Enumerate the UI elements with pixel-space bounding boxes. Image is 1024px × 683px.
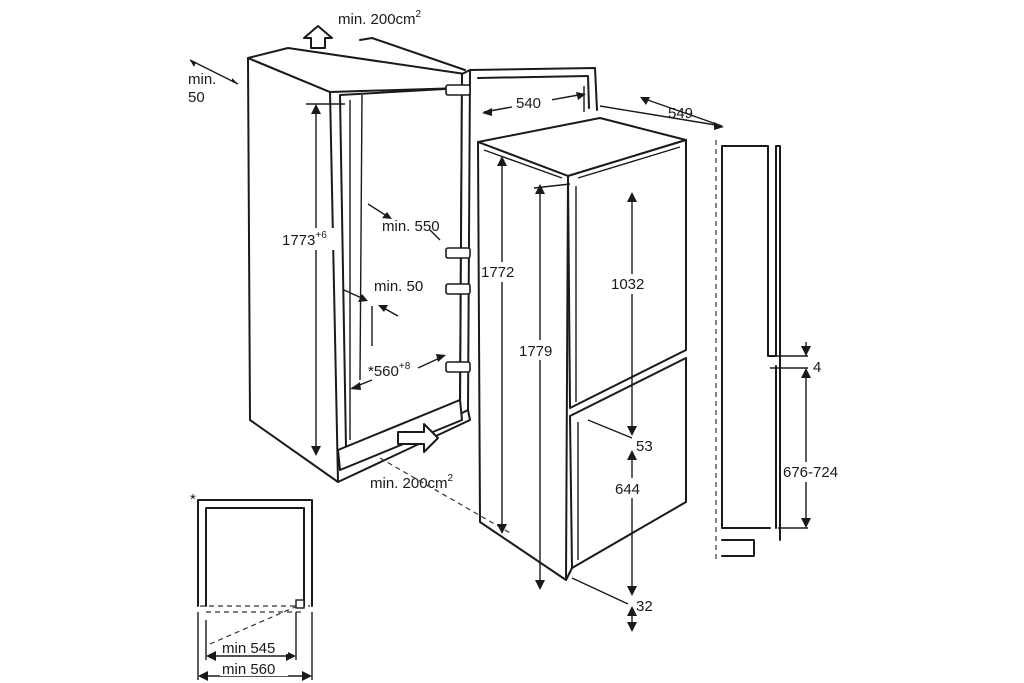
hinge-mid-2 xyxy=(445,283,471,295)
appliance-side xyxy=(477,141,569,581)
appliance-height-total-label: 1779 xyxy=(519,343,552,360)
plan-min-545-label: min 545 xyxy=(222,640,275,657)
niche-open-door xyxy=(469,67,598,111)
plan-min-560-label: min 560 xyxy=(222,661,275,678)
niche-depth-label: min. 550 xyxy=(382,218,440,235)
hinge-mid-1 xyxy=(445,247,471,259)
upper-door-label: 1032 xyxy=(611,276,644,293)
niche-cabinet xyxy=(247,37,471,483)
niche-left-panel xyxy=(247,57,339,483)
hinge-bottom xyxy=(445,361,471,373)
floor-guide-line xyxy=(379,457,513,535)
appliance-width-label: 540 xyxy=(516,95,541,112)
hinge-top xyxy=(445,84,471,96)
plan-marker: * xyxy=(190,491,196,508)
niche-gap-label: min. xyxy=(188,71,216,88)
lower-door-label: 644 xyxy=(615,481,640,498)
door-gap-label: 53 xyxy=(636,438,653,455)
top-vent-label: min. 200cm2 xyxy=(338,9,422,28)
niche-height-label: 1773+6 xyxy=(282,230,327,249)
gap-small-label: 4 xyxy=(813,359,821,376)
niche-rear-gap-label: min. 50 xyxy=(374,278,423,295)
bottom-vent-label: min. 200cm2 xyxy=(370,473,454,492)
bottom-vent-arrow-icon xyxy=(397,423,439,453)
plan-view: * min 545 min 560 xyxy=(190,491,313,681)
niche-back xyxy=(339,87,463,449)
top-vent-arrow-icon xyxy=(303,25,333,49)
appliance-depth-label: 549 xyxy=(668,105,693,122)
bottom-offset-label: 32 xyxy=(636,598,653,615)
niche-gap-value: 50 xyxy=(188,89,205,106)
appliance-lower-door xyxy=(569,357,687,569)
appliance-height-front-label: 1772 xyxy=(481,264,514,281)
decor-door-profile xyxy=(715,140,808,560)
appliance-body xyxy=(477,117,687,581)
niche-width-label: *560+8 xyxy=(368,361,411,380)
decor-door-range-label: 676-724 xyxy=(783,464,838,481)
